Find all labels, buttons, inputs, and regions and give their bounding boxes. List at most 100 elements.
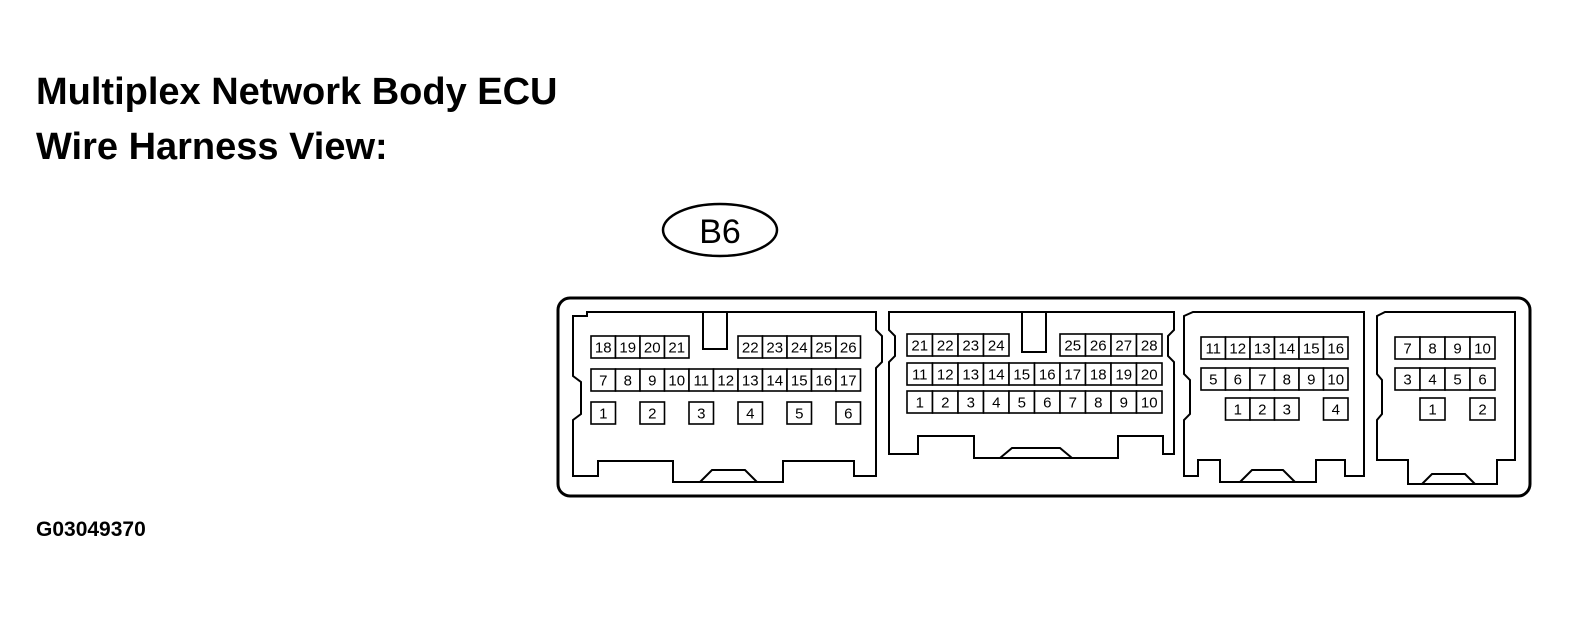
pin-block-d-7: 7 xyxy=(1394,336,1421,360)
pin-cell xyxy=(1469,397,1496,421)
pin-block-a-13: 13 xyxy=(737,368,764,392)
pin-label: 7 xyxy=(1403,341,1411,358)
pin-block-a-12: 12 xyxy=(712,368,739,392)
connector-id-label: B6 xyxy=(699,213,741,251)
pin-label: 25 xyxy=(815,340,832,357)
pin-block-a-22: 22 xyxy=(737,335,764,359)
pin-block-a-6: 6 xyxy=(835,401,862,425)
pin-label: 22 xyxy=(937,338,954,355)
pin-label: 18 xyxy=(1090,367,1107,384)
pin-block-a-11: 11 xyxy=(688,368,715,392)
pin-label: 17 xyxy=(1064,367,1081,384)
pin-label: 9 xyxy=(648,373,656,390)
pin-label: 8 xyxy=(1428,341,1436,358)
pin-cell xyxy=(1322,397,1349,421)
diagram-subtitle: Wire Harness View: xyxy=(36,126,388,168)
pin-label: 3 xyxy=(1403,372,1411,389)
pin-label: 9 xyxy=(1120,395,1128,412)
pin-block-c-9: 9 xyxy=(1298,367,1325,391)
pin-label: 5 xyxy=(795,406,803,423)
pin-block-d-4: 4 xyxy=(1419,367,1446,391)
pin-notch xyxy=(1021,312,1047,353)
pin-block-a-2: 2 xyxy=(639,401,666,425)
pin-block-b-10: 10 xyxy=(1135,390,1163,414)
pin-label: 7 xyxy=(1258,372,1266,389)
pin-block-b-1: 1 xyxy=(906,390,934,414)
pin-label: 5 xyxy=(1018,395,1026,412)
pin-label: 20 xyxy=(644,340,661,357)
pin-block-b-19: 19 xyxy=(1110,362,1138,386)
pin-block-d-5: 5 xyxy=(1444,367,1471,391)
pin-block-a-14: 14 xyxy=(761,368,788,392)
pin-label: 21 xyxy=(911,338,928,355)
pin-block-c-12: 12 xyxy=(1224,336,1251,360)
pin-block-b-18: 18 xyxy=(1084,362,1112,386)
pin-label: 1 xyxy=(599,406,607,423)
pin-label: 4 xyxy=(1332,402,1340,419)
pin-label: 11 xyxy=(1205,341,1221,358)
pin-label: 9 xyxy=(1453,341,1461,358)
pin-notch xyxy=(702,312,728,350)
pin-block-a-23: 23 xyxy=(761,335,788,359)
pin-block-a-17: 17 xyxy=(835,368,862,392)
pin-label: 12 xyxy=(717,373,734,390)
pin-label: 8 xyxy=(624,373,632,390)
pin-cell xyxy=(1469,367,1496,391)
pin-block-a-24: 24 xyxy=(786,335,813,359)
pin-block-a-9: 9 xyxy=(639,368,666,392)
pin-label: 1 xyxy=(1428,402,1436,419)
pin-label: 10 xyxy=(1141,395,1158,412)
block-c-key xyxy=(1239,469,1296,483)
block-c-outline xyxy=(1183,311,1365,483)
pin-label: 15 xyxy=(1303,341,1320,358)
pin-block-d-1: 1 xyxy=(1419,397,1446,421)
pin-label: 12 xyxy=(937,367,954,384)
pin-label: 6 xyxy=(844,406,852,423)
pin-cell xyxy=(1419,397,1446,421)
pin-label: 26 xyxy=(1090,338,1107,355)
pin-block-c-1: 1 xyxy=(1224,397,1251,421)
pin-block-c-10: 10 xyxy=(1322,367,1349,391)
connector-housing xyxy=(556,296,1532,498)
pin-label: 23 xyxy=(766,340,783,357)
pin-block-a-5: 5 xyxy=(786,401,813,425)
pin-cell xyxy=(835,401,862,425)
pin-label: 2 xyxy=(1478,402,1486,419)
pin-block-c-8: 8 xyxy=(1273,367,1300,391)
pin-label: 5 xyxy=(1209,372,1217,389)
pin-cell xyxy=(1322,367,1349,391)
pin-label: 12 xyxy=(1229,341,1246,358)
pin-block-c-14: 14 xyxy=(1273,336,1300,360)
pin-label: 16 xyxy=(1327,341,1344,358)
block-d-key xyxy=(1421,473,1476,485)
pin-label: 2 xyxy=(1258,402,1266,419)
pin-block-c-11: 11 xyxy=(1200,336,1227,360)
pin-label: 2 xyxy=(941,395,949,412)
pin-block-c-3: 3 xyxy=(1273,397,1300,421)
pin-block-a-20: 20 xyxy=(639,335,666,359)
pin-label: 7 xyxy=(599,373,607,390)
pin-block-c-4: 4 xyxy=(1322,397,1349,421)
pin-block-d-8: 8 xyxy=(1419,336,1446,360)
pin-cell xyxy=(835,368,862,392)
pin-label: 10 xyxy=(668,373,685,390)
pin-block-b-24: 24 xyxy=(982,333,1010,357)
pin-label: 3 xyxy=(697,406,705,423)
pin-label: 18 xyxy=(595,340,612,357)
pin-label: 10 xyxy=(1474,341,1491,358)
pin-block-a-16: 16 xyxy=(810,368,837,392)
pin-block-b-9: 9 xyxy=(1110,390,1138,414)
block-a-outline xyxy=(572,311,883,483)
pin-block-b-14: 14 xyxy=(982,362,1010,386)
pin-cell xyxy=(835,335,862,359)
pin-block-b-7: 7 xyxy=(1059,390,1087,414)
pin-block-b-22: 22 xyxy=(931,333,959,357)
pin-label: 19 xyxy=(619,340,636,357)
pin-block-c-16: 16 xyxy=(1322,336,1349,360)
pin-label: 24 xyxy=(791,340,808,357)
block-a-key xyxy=(699,469,758,483)
diagram-title: Multiplex Network Body ECU xyxy=(36,71,558,113)
pin-block-b-16: 16 xyxy=(1033,362,1061,386)
